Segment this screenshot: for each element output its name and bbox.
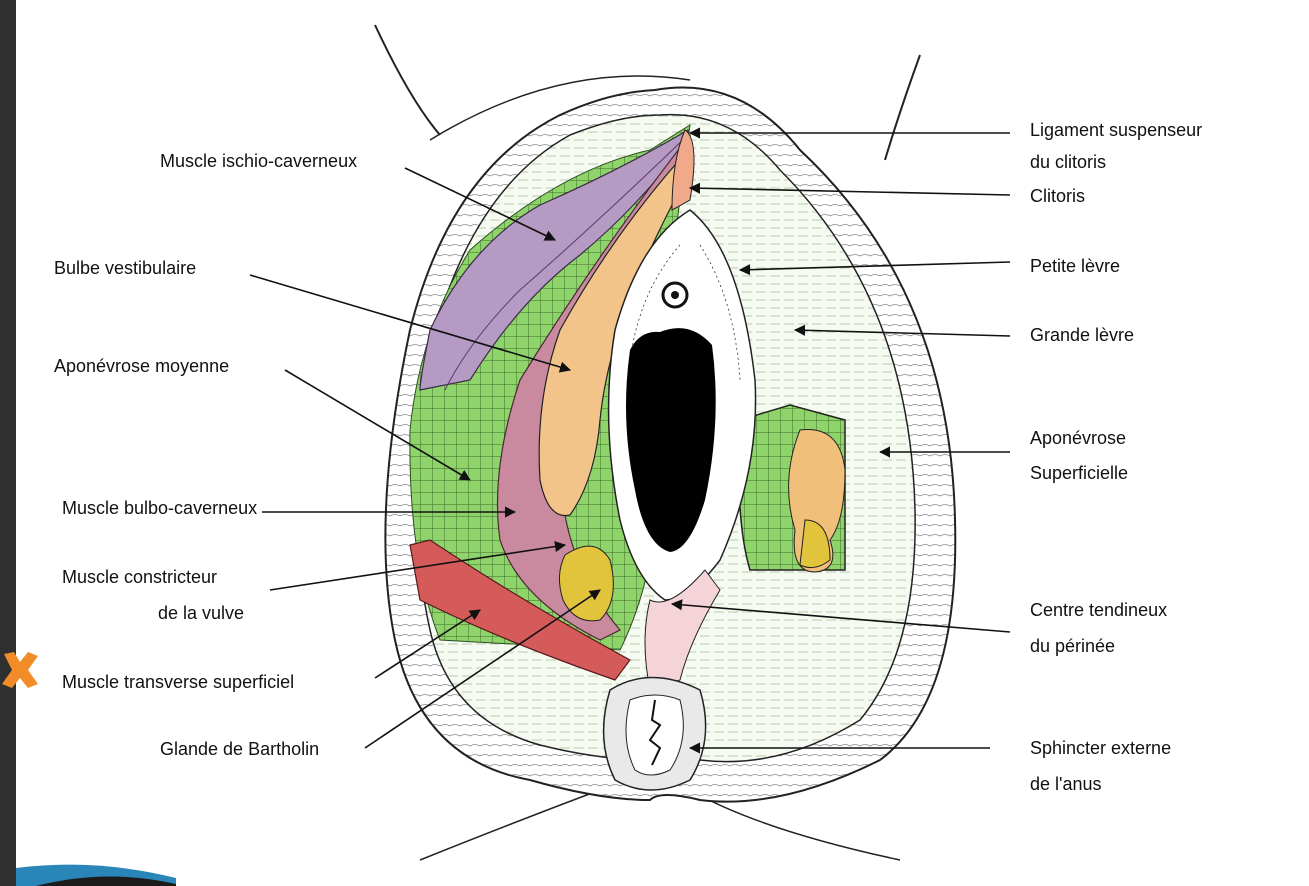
label-sphincter-line2: de l'anus	[1030, 772, 1102, 796]
bottom-contour	[420, 790, 900, 860]
label-petite-levre: Petite lèvre	[1030, 254, 1120, 278]
label-bulbe-vestibulaire: Bulbe vestibulaire	[54, 256, 196, 280]
label-aponevrose-moyenne: Aponévrose moyenne	[54, 354, 229, 378]
label-bulbo-caverneux: Muscle bulbo-caverneux	[62, 496, 257, 520]
label-ligament-line2: du clitoris	[1030, 150, 1106, 174]
cross-icon[interactable]	[0, 648, 40, 692]
label-centre-tendineux-line2: du périnée	[1030, 634, 1115, 658]
label-aponevrose-superficielle-line2: Superficielle	[1030, 461, 1128, 485]
label-sphincter-line1: Sphincter externe	[1030, 736, 1171, 760]
label-grande-levre: Grande lèvre	[1030, 323, 1134, 347]
label-centre-tendineux-line1: Centre tendineux	[1030, 598, 1167, 622]
right-thigh-contour	[885, 55, 920, 160]
label-clitoris: Clitoris	[1030, 184, 1085, 208]
label-glande-bartholin: Glande de Bartholin	[160, 737, 319, 761]
label-ischio-caverneux: Muscle ischio-caverneux	[160, 149, 357, 173]
label-constricteur-line2: de la vulve	[158, 601, 244, 625]
label-transverse-superficiel: Muscle transverse superficiel	[62, 670, 294, 694]
label-constricteur-line1: Muscle constricteur	[62, 565, 217, 589]
label-ligament-line1: Ligament suspenseur	[1030, 118, 1202, 142]
label-aponevrose-superficielle-line1: Aponévrose	[1030, 426, 1126, 450]
left-thigh-contour	[375, 25, 440, 135]
